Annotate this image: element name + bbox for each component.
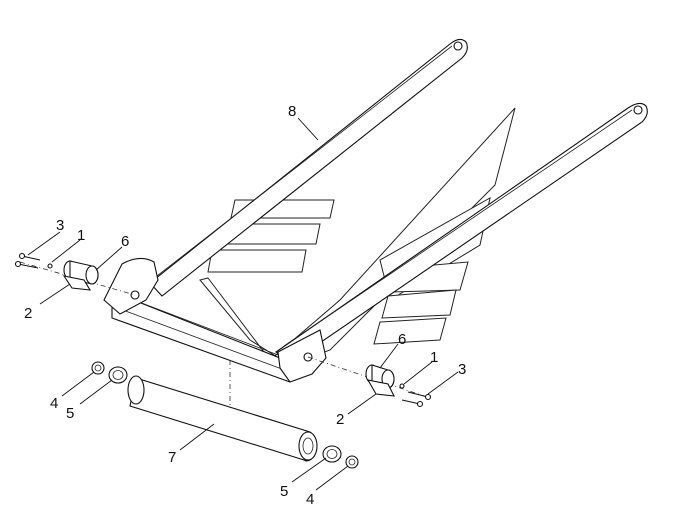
frame-left-arm <box>149 38 468 297</box>
callout-left-bearing: 5 <box>66 405 74 422</box>
right-bearing <box>322 445 342 463</box>
right-hardware <box>365 364 432 408</box>
frame-assembly <box>103 38 648 383</box>
frame-right-plate <box>277 329 327 383</box>
callout-right-bolt: 3 <box>458 361 466 378</box>
arm-end-hole <box>633 105 643 115</box>
callout-left-bushing: 1 <box>77 227 85 244</box>
left-hardware <box>14 252 99 291</box>
callout-right-cap: 4 <box>306 491 314 508</box>
callout-right-bushing: 1 <box>430 349 438 366</box>
callout-axle: 7 <box>168 449 176 466</box>
callout-left-plate: 6 <box>121 233 129 250</box>
callout-left-bolt: 3 <box>56 217 64 234</box>
callout-labels: 3 1 6 2 8 6 1 3 2 4 5 7 5 4 <box>24 103 466 508</box>
right-washer <box>399 383 405 389</box>
left-cap <box>91 361 105 375</box>
right-bolt <box>401 391 432 408</box>
frame-right-arm <box>275 102 648 363</box>
callout-right-bracket: 2 <box>336 411 344 428</box>
left-bearing <box>108 366 128 384</box>
axle <box>127 375 318 462</box>
callout-right-plate: 6 <box>398 331 406 348</box>
axle-assembly <box>91 361 359 469</box>
right-cap <box>345 455 359 469</box>
callout-right-bearing: 5 <box>280 483 288 500</box>
right-bracket <box>366 379 395 397</box>
frame-left-plate <box>103 257 159 315</box>
callout-left-bracket: 2 <box>24 305 32 322</box>
leader-lines <box>27 117 459 491</box>
left-bolt <box>14 252 41 269</box>
callout-frame: 8 <box>288 103 296 120</box>
callout-left-cap: 4 <box>50 395 58 412</box>
left-washer <box>47 263 53 269</box>
arm-end-hole <box>453 41 463 51</box>
frame-cross-tube <box>111 293 299 383</box>
